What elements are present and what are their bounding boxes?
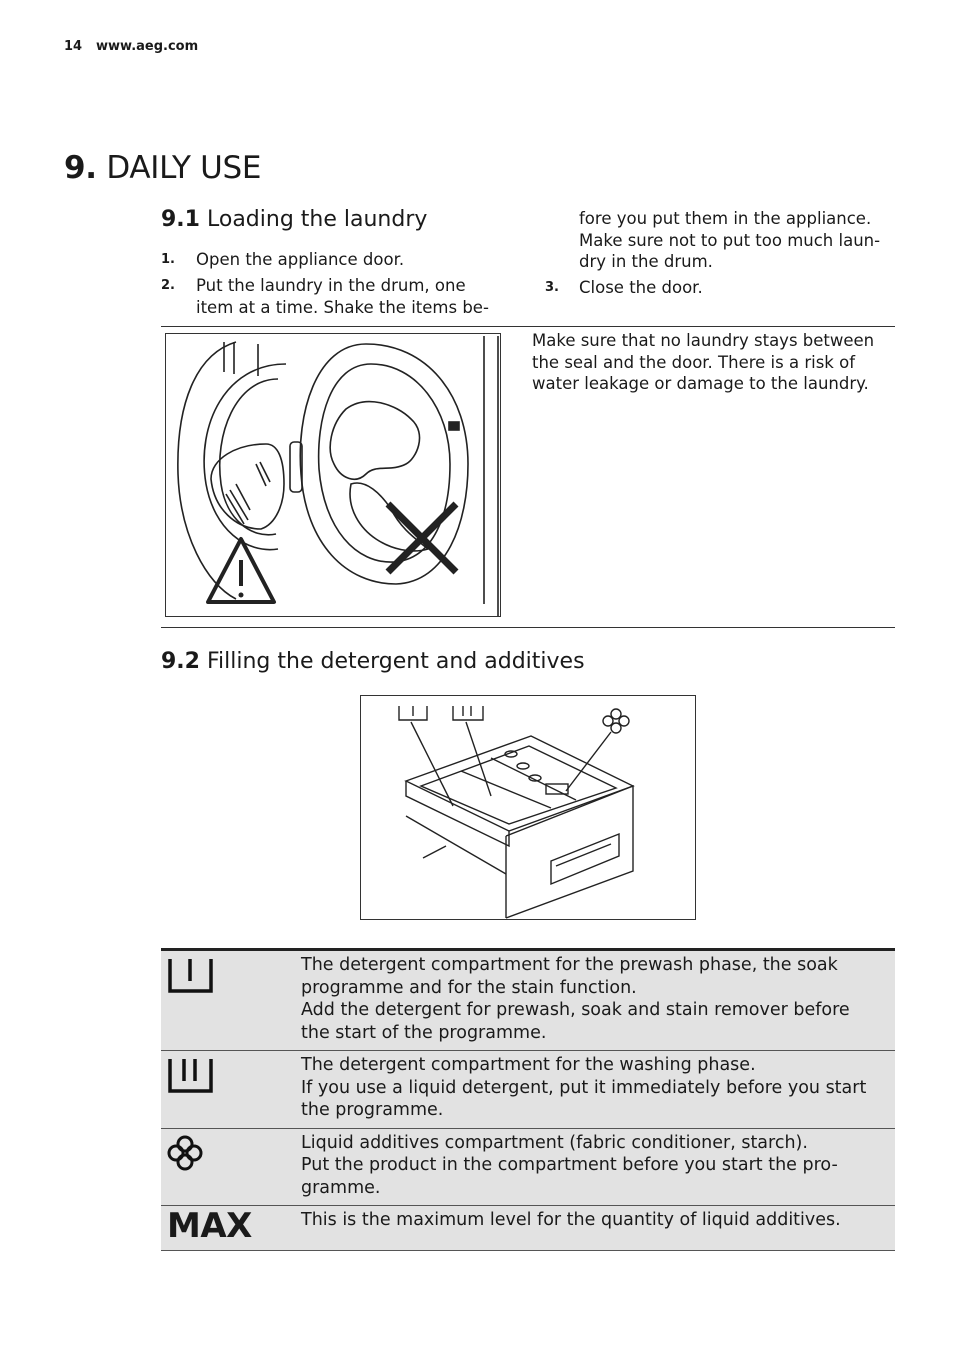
compartment-description: The detergent compartment for the washin…	[295, 1050, 895, 1129]
detergent-drawer-image	[398, 706, 635, 919]
max-level-icon: MAX	[167, 1206, 252, 1246]
divider	[161, 326, 895, 327]
chapter-number: 9.	[64, 150, 97, 186]
step-number: 2.	[161, 278, 175, 293]
website-url: www.aeg.com	[96, 39, 199, 54]
flower-additives-icon	[167, 1135, 203, 1170]
section-number: 9.1	[161, 207, 200, 232]
table-row: Liquid additives compartment (fabric con…	[161, 1128, 895, 1206]
divider	[161, 627, 895, 628]
laundry-door-illustration	[165, 333, 501, 617]
chapter-title: 9. DAILY USE	[64, 150, 261, 186]
wash-compartment-icon	[168, 1059, 213, 1093]
icon-cell: MAX	[161, 1205, 295, 1251]
section-title-loading: 9.1 Loading the laundry	[161, 207, 427, 232]
step-number: 1.	[161, 252, 175, 267]
table-row: The detergent compartment for the washin…	[161, 1050, 895, 1129]
prewash-compartment-icon	[168, 959, 213, 993]
page-number: 14	[64, 39, 83, 54]
step-text-continued: fore you put them in the appliance. Make…	[579, 209, 881, 271]
step-number: 3.	[545, 280, 559, 295]
section-number: 9.2	[161, 649, 200, 674]
icon-cell	[161, 1050, 295, 1129]
compartment-table: The detergent compartment for the prewas…	[161, 948, 895, 1251]
step-text: Open the appliance door.	[196, 250, 405, 269]
compartment-description: Liquid additives compartment (fabric con…	[295, 1128, 895, 1206]
section-title-text: Filling the detergent and additives	[206, 649, 585, 674]
table-row: MAX This is the maximum level for the qu…	[161, 1205, 895, 1251]
step-text: Close the door.	[579, 278, 703, 297]
section-title-text: Loading the laundry	[206, 207, 428, 232]
step-text: Put the laundry in the drum, one item at…	[196, 276, 489, 317]
washing-machine-door-image	[177, 336, 499, 616]
compartment-description: The detergent compartment for the prewas…	[295, 948, 895, 1051]
compartment-description: This is the maximum level for the quanti…	[295, 1205, 895, 1251]
detergent-drawer-illustration	[360, 695, 696, 920]
warning-text: Make sure that no laundry stays between …	[532, 331, 875, 393]
section-title-detergent: 9.2 Filling the detergent and additives	[161, 649, 585, 674]
icon-cell	[161, 948, 295, 1051]
table-row: The detergent compartment for the prewas…	[161, 948, 895, 1051]
chapter-title-text: DAILY USE	[106, 150, 262, 186]
icon-cell	[161, 1128, 295, 1206]
